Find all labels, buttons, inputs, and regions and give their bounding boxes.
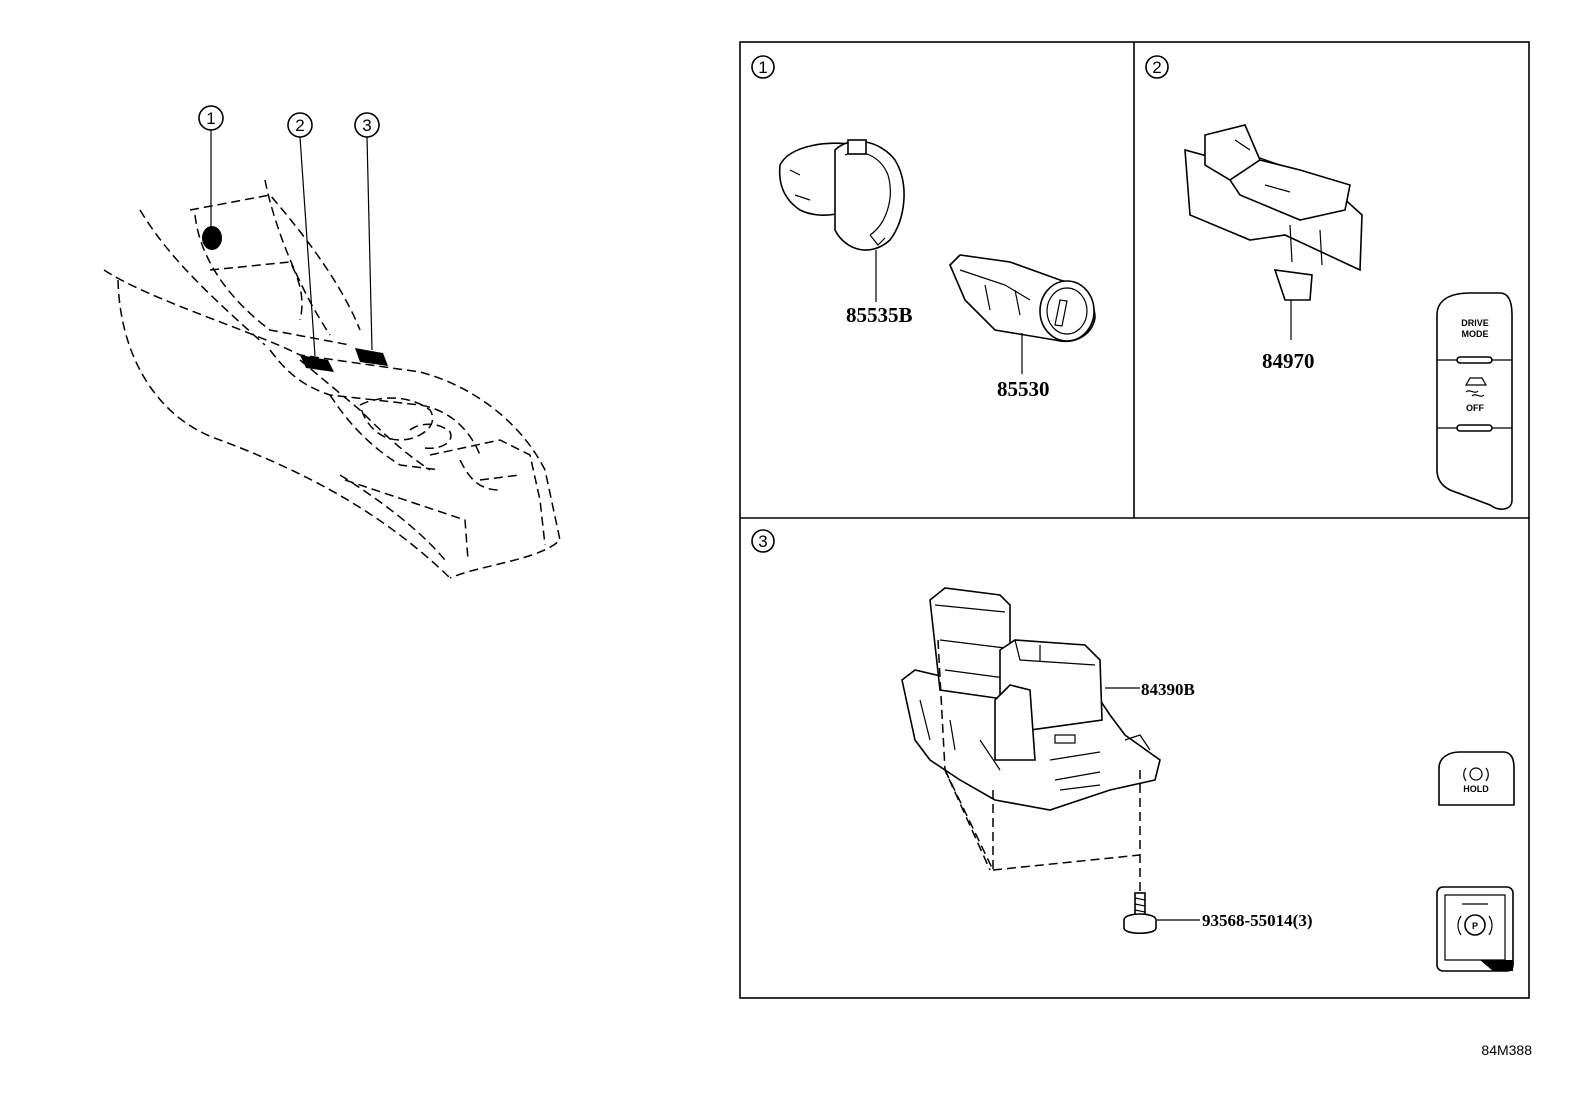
power-outlet-85535b <box>778 139 905 251</box>
callout-3: 3 <box>354 112 380 138</box>
svg-text:2: 2 <box>1152 58 1161 77</box>
svg-text:MODE: MODE <box>1462 329 1489 339</box>
svg-text:OFF: OFF <box>1466 403 1484 413</box>
parking-brake-icon: P <box>1457 914 1493 936</box>
part-93568-55014: 93568-55014(3) <box>1202 911 1312 930</box>
panel-3-index: 3 <box>751 529 775 553</box>
svg-text:3: 3 <box>362 116 371 135</box>
svg-text:1: 1 <box>206 109 215 128</box>
parking-brake-switch-face: P <box>1436 886 1514 972</box>
panel-1-index: 1 <box>751 55 775 79</box>
callout-1: 1 <box>198 105 224 131</box>
diagram-code: 84M388 <box>1481 1042 1532 1058</box>
panel-2-index: 2 <box>1145 55 1169 79</box>
svg-text:2: 2 <box>295 116 304 135</box>
part-84970: 84970 <box>1262 349 1315 373</box>
part-85535b: 85535B <box>846 303 913 327</box>
brake-hold-switch-face: HOLD <box>1438 751 1515 806</box>
svg-text:HOLD: HOLD <box>1463 784 1489 794</box>
svg-text:1: 1 <box>758 58 767 77</box>
drive-mode-switch-face: DRIVE MODE OFF <box>1436 292 1513 510</box>
console-overview: 1 2 3 <box>103 105 561 579</box>
panel-2: 2 84970 DRIVE MODE OFF <box>1145 55 1513 510</box>
callout-2: 2 <box>287 112 313 138</box>
svg-text:3: 3 <box>758 532 767 551</box>
panels-frame <box>739 41 1530 999</box>
traction-off-icon <box>1464 377 1488 397</box>
part-84390b: 84390B <box>1141 680 1195 699</box>
svg-text:P: P <box>1472 921 1478 931</box>
svg-text:DRIVE: DRIVE <box>1461 318 1489 328</box>
power-outlet-marker <box>202 226 222 250</box>
drive-mode-switch-marker <box>300 355 334 372</box>
brake-hold-icon <box>1463 767 1489 782</box>
panel-1: 1 85535B 85530 <box>751 55 1096 401</box>
brake-switch-marker <box>355 348 388 366</box>
cigarette-socket-85530 <box>949 254 1096 342</box>
drive-mode-switch-84970 <box>1184 124 1363 301</box>
parking-brake-switch-84390b <box>901 587 1161 811</box>
part-85530: 85530 <box>997 377 1050 401</box>
panel-3: 3 84390B 93568-55014(3) <box>751 529 1515 972</box>
bolt-93568-55014 <box>1123 892 1157 935</box>
